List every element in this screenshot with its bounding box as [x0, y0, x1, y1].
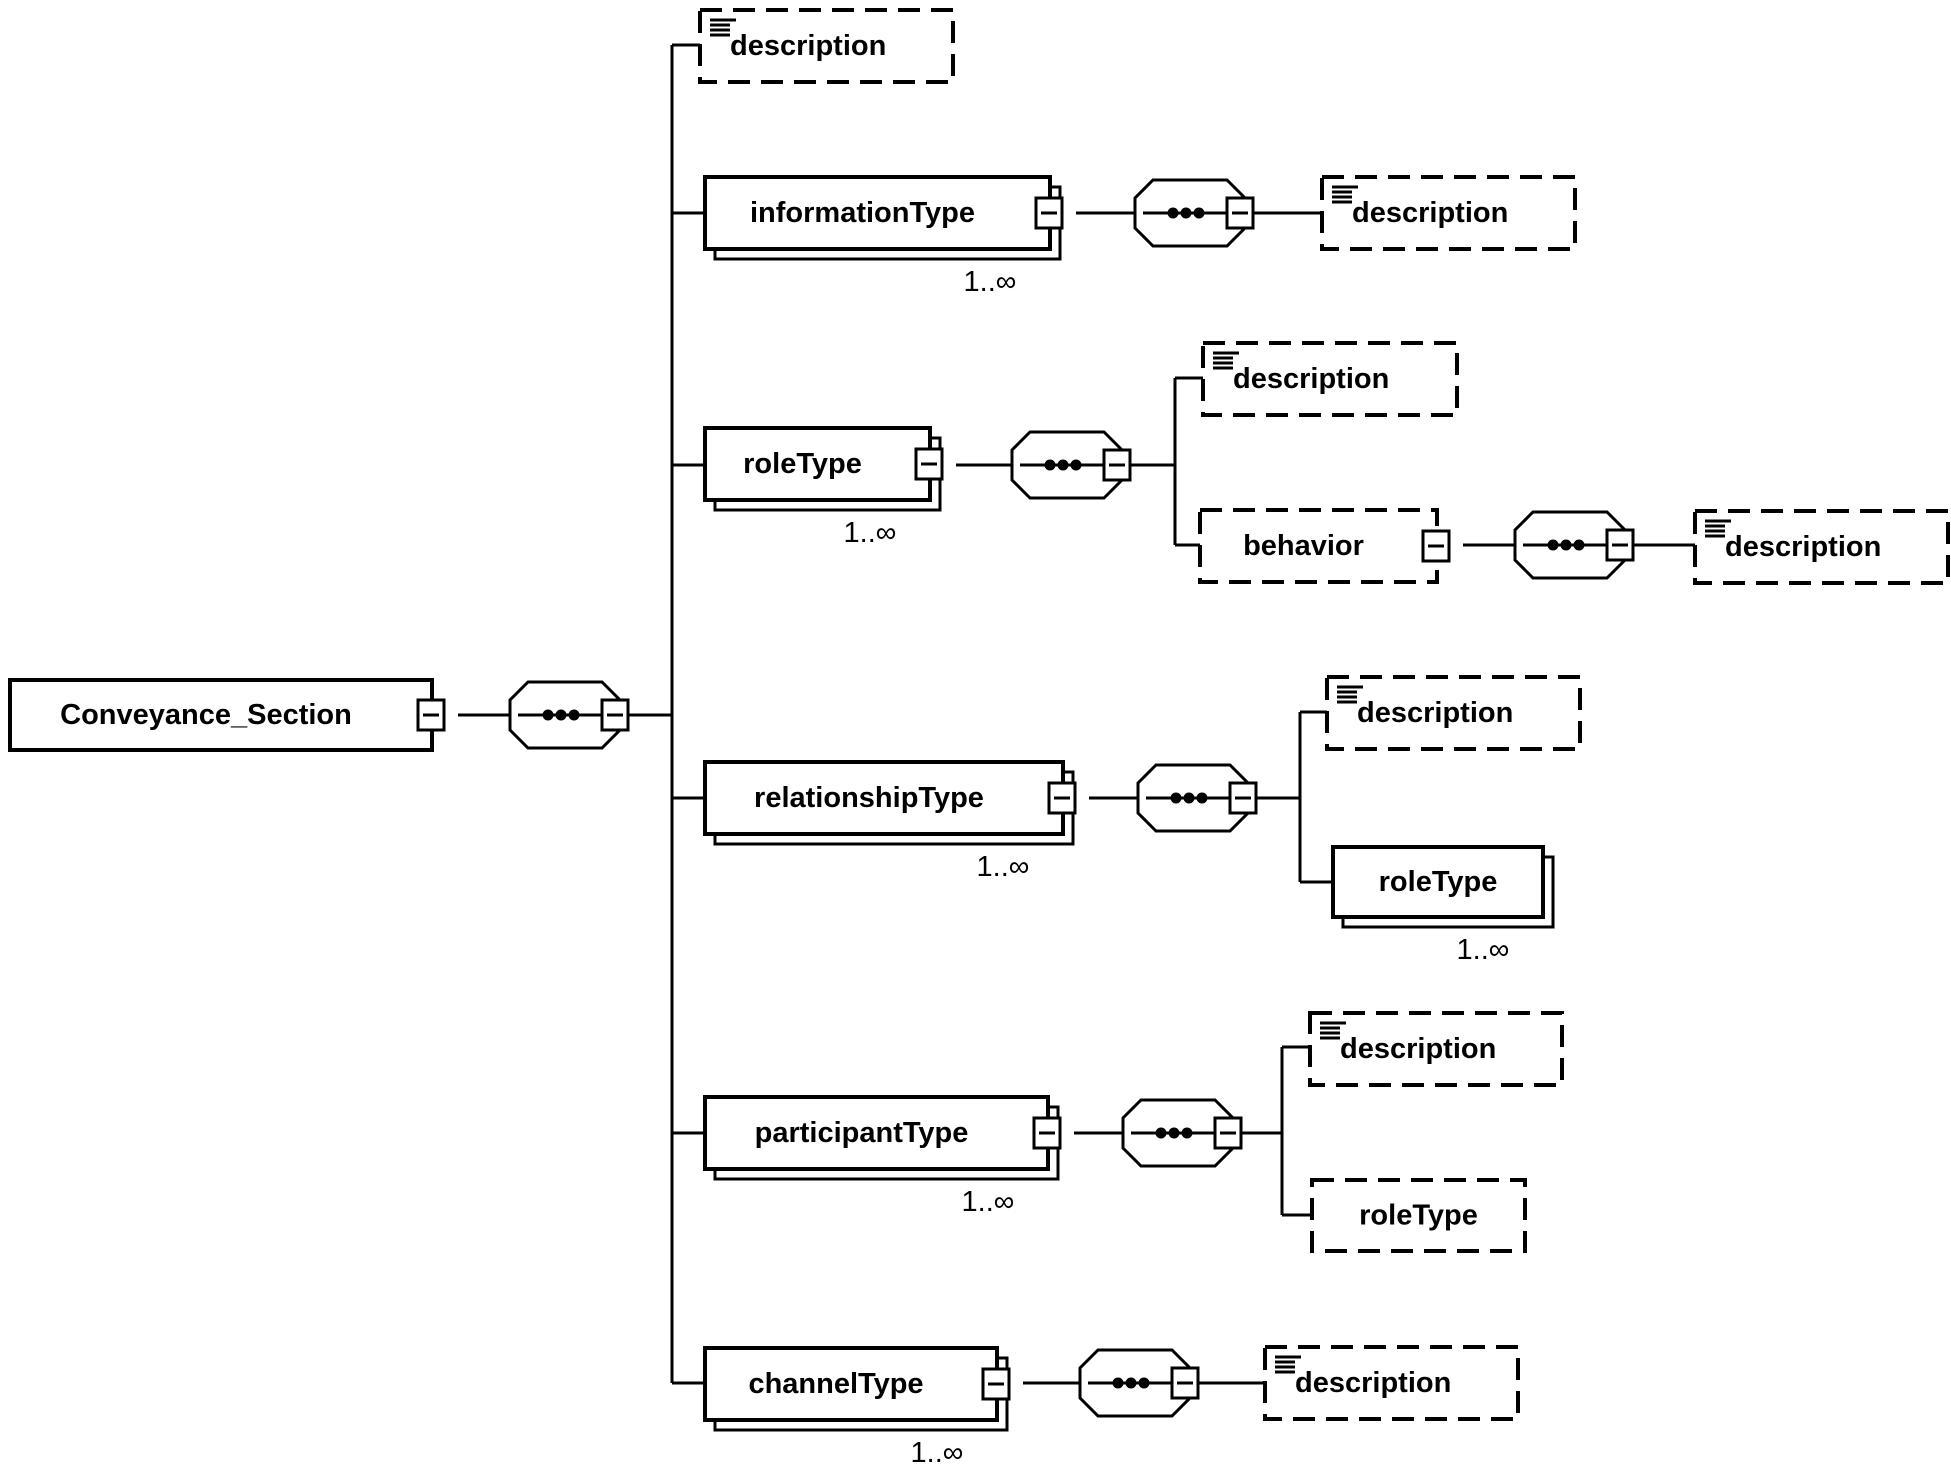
collapse-minus-icon[interactable] — [600, 698, 630, 732]
element-label: roleType — [743, 448, 862, 480]
element-description[interactable]: description — [1201, 341, 1459, 417]
element-description[interactable]: description — [1320, 175, 1577, 251]
collapse-minus-icon[interactable] — [1034, 196, 1064, 230]
root-element-conveyance-section[interactable]: Conveyance_Section — [8, 678, 446, 752]
element-label: description — [1233, 363, 1389, 395]
element-label: relationshipType — [754, 782, 984, 814]
connector-lines — [458, 43, 1695, 1385]
element-informationType[interactable]: informationType 1..∞ — [703, 175, 1064, 298]
sequence-compositor-icon[interactable] — [1010, 430, 1132, 500]
sequence-compositor-icon[interactable] — [1121, 1098, 1243, 1168]
collapse-minus-icon[interactable] — [1421, 529, 1451, 563]
element-description[interactable]: description — [698, 8, 955, 84]
sequence-compositor-icon[interactable] — [1513, 510, 1635, 580]
documentation-lines-icon — [1320, 1021, 1346, 1040]
element-label: roleType — [1359, 1200, 1478, 1232]
collapse-minus-icon[interactable] — [1605, 528, 1635, 562]
element-label: description — [1357, 697, 1513, 729]
element-channelType[interactable]: channelType 1..∞ — [703, 1346, 1011, 1469]
collapse-minus-icon[interactable] — [1170, 1366, 1200, 1400]
documentation-lines-icon — [710, 18, 736, 37]
cardinality-label: 1..∞ — [964, 266, 1017, 298]
element-label: description — [1725, 531, 1881, 563]
cardinality-label: 1..∞ — [962, 1186, 1015, 1218]
element-label: channelType — [748, 1368, 923, 1400]
element-label: description — [1352, 197, 1508, 229]
element-participantType[interactable]: participantType 1..∞ — [703, 1095, 1062, 1218]
cardinality-label: 1..∞ — [1457, 934, 1510, 966]
cardinality-label: 1..∞ — [911, 1437, 964, 1469]
element-relationshipType[interactable]: relationshipType 1..∞ — [703, 760, 1077, 883]
element-description[interactable]: description — [1263, 1345, 1520, 1421]
collapse-minus-icon[interactable] — [914, 447, 944, 481]
collapse-minus-icon[interactable] — [1228, 781, 1258, 815]
documentation-lines-icon — [1337, 685, 1363, 704]
element-roleType[interactable]: roleType 1..∞ — [1331, 845, 1555, 966]
collapse-minus-icon[interactable] — [416, 698, 446, 732]
element-label: description — [730, 30, 886, 62]
element-description[interactable]: description — [1325, 675, 1582, 751]
element-label: roleType — [1379, 866, 1498, 898]
schema-nodes: Conveyance_Section description information… — [8, 8, 1950, 1469]
element-roleType[interactable]: roleType — [1310, 1178, 1527, 1253]
element-behavior[interactable]: behavior — [1198, 508, 1451, 584]
element-label: description — [1295, 1367, 1451, 1399]
collapse-minus-icon[interactable] — [1213, 1116, 1243, 1150]
sequence-compositor-icon[interactable] — [1133, 178, 1255, 248]
sequence-compositor-icon[interactable] — [1136, 763, 1258, 833]
element-description[interactable]: description — [1308, 1011, 1564, 1087]
sequence-compositor-icon[interactable] — [508, 680, 630, 750]
element-label: description — [1340, 1033, 1496, 1065]
collapse-minus-icon[interactable] — [1047, 781, 1077, 815]
cardinality-label: 1..∞ — [977, 851, 1030, 883]
sequence-compositor-icon[interactable] — [1078, 1348, 1200, 1418]
element-description[interactable]: description — [1693, 509, 1950, 585]
cardinality-label: 1..∞ — [844, 517, 897, 549]
element-label: informationType — [750, 197, 975, 229]
collapse-minus-icon[interactable] — [981, 1367, 1011, 1401]
element-label: participantType — [755, 1117, 969, 1149]
documentation-lines-icon — [1705, 519, 1731, 538]
collapse-minus-icon[interactable] — [1225, 196, 1255, 230]
documentation-lines-icon — [1213, 351, 1239, 370]
element-label: behavior — [1243, 530, 1364, 562]
element-label: Conveyance_Section — [60, 699, 352, 731]
documentation-lines-icon — [1275, 1355, 1301, 1374]
collapse-minus-icon[interactable] — [1102, 448, 1132, 482]
collapse-minus-icon[interactable] — [1032, 1116, 1062, 1150]
documentation-lines-icon — [1332, 185, 1358, 204]
element-roleType[interactable]: roleType 1..∞ — [703, 426, 944, 549]
